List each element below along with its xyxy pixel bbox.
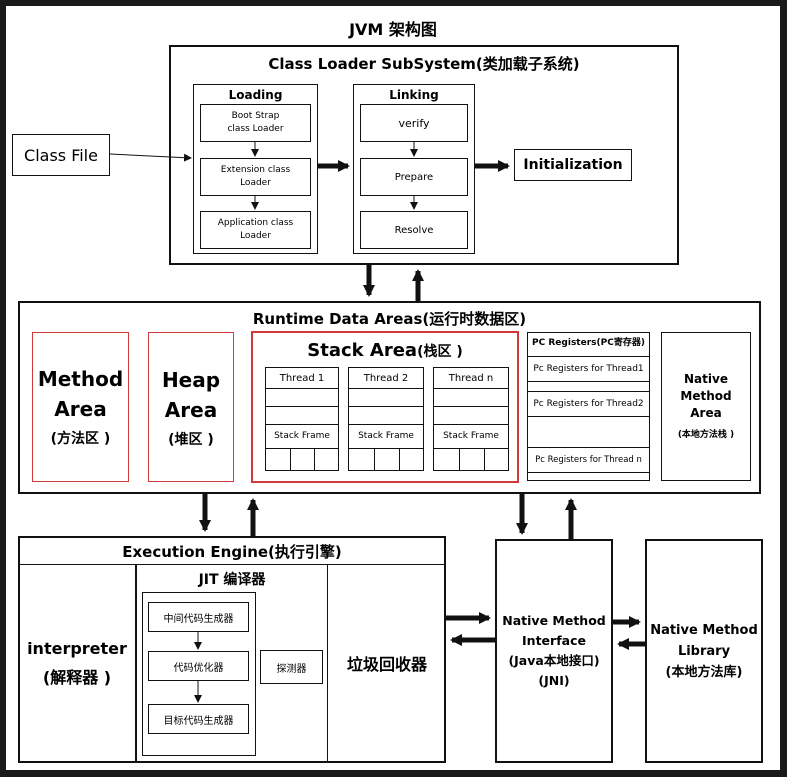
pc-register-thread1: Pc Registers for Thread1 [527,356,650,382]
interpreter-box [18,564,136,763]
stack-slot [266,388,338,407]
runtime-title: Runtime Data Areas(运行时数据区) [252,310,527,328]
native-method-library: Native Method Library (本地方法库) [645,539,763,763]
method-area-line1: Method [37,367,124,391]
stack-slot [434,388,508,407]
method-area-line3: (方法区 ) [50,431,111,447]
stack-frame-label: Stack Frame [434,424,508,449]
stack-area-title-main: Stack Area [307,340,418,361]
diagram-title: JVM 架构图 [349,20,437,39]
jit-title: JIT 编译器 [198,572,266,588]
thread-1-label: Thread 1 [266,368,338,389]
diagram-canvas: JVM 架构图 Class File Class Loader SubSyste… [6,6,780,770]
code-optimizer: 代码优化器 [148,651,249,681]
heap-area-line3: (堆区 ) [168,432,214,448]
frame-divider [484,448,485,470]
stack-slot [349,388,423,407]
stack-slot [349,406,423,425]
garbage-collector: 垃圾回收器 [346,655,427,674]
prepare-box: Prepare [360,158,468,196]
verify-box: verify [360,104,468,142]
loading-label: Loading [228,88,283,102]
nmi-line1: Native Method [502,613,606,628]
frame-divider [290,448,291,470]
heap-area-line2: Area [164,398,218,422]
pc-register-thread-n: Pc Registers for Thread n [527,447,650,473]
frame-divider [314,448,315,470]
thread-n-label: Thread n [434,368,508,389]
native-method-interface: Native Method Interface (Java本地接口) (JNI) [495,539,613,763]
frame-divider [374,448,375,470]
stack-area-title-suffix: (栈区 ) [417,344,463,360]
linking-group [353,84,475,254]
stack-area-title: Stack Area(栈区 ) [251,340,519,361]
nmi-line4: (JNI) [538,673,570,688]
resolve-box: Resolve [360,211,468,249]
frame-divider [399,448,400,470]
nmi-line3: (Java本地接口) [508,653,600,668]
stack-frame-label: Stack Frame [266,424,338,449]
bootstrap-class-loader: Boot Strap class Loader [200,104,311,142]
method-area-line2: Area [54,397,107,421]
heap-area-line1: Heap [161,368,221,392]
intermediate-code-generator: 中间代码生成器 [148,602,249,632]
linking-label: Linking [389,88,439,102]
extension-class-loader: Extension class Loader [200,158,311,196]
application-class-loader: Application class Loader [200,211,311,249]
loading-group [193,84,318,254]
jit-compiler [136,564,328,763]
stack-slot [266,406,338,425]
stack-area [251,331,519,483]
frame-divider [459,448,460,470]
runtime-data-areas [18,301,761,494]
profiler-box: 探测器 [260,650,323,684]
native-area-line4: (本地方法栈 ) [677,430,735,440]
jit-pipeline [142,592,256,756]
nmi-line2: Interface [522,633,586,648]
method-area [32,332,129,482]
native-area-line2: Method [680,389,732,403]
thread-2-stack: Thread 2 Stack Frame [348,367,424,471]
class-loader-title: Class Loader SubSystem(类加载子系统) [268,55,580,73]
native-area-line1: Native [684,372,728,386]
pc-registers-title: PC Registers(PC寄存器) [532,338,645,348]
interpreter-line1: interpreter [27,639,127,658]
target-code-generator: 目标代码生成器 [148,704,249,734]
thread-n-stack: Thread n Stack Frame [433,367,509,471]
execution-engine-title: Execution Engine(执行引擎) [122,543,342,561]
stack-slot [434,406,508,425]
interpreter-line2: (解释器 ) [42,668,112,687]
thread-1-stack: Thread 1 Stack Frame [265,367,339,471]
nml-line2: Library [677,643,731,659]
native-area-line3: Area [690,406,722,420]
pc-register-thread2: Pc Registers for Thread2 [527,391,650,417]
stack-frame-label: Stack Frame [349,424,423,449]
thread-2-label: Thread 2 [349,368,423,389]
heap-area [148,332,234,482]
native-method-area [661,332,751,481]
nml-line3: (本地方法库) [665,664,743,680]
nml-line1: Native Method [650,622,758,638]
class-file-box: Class File [12,134,110,176]
initialization-box: Initialization [514,149,632,181]
